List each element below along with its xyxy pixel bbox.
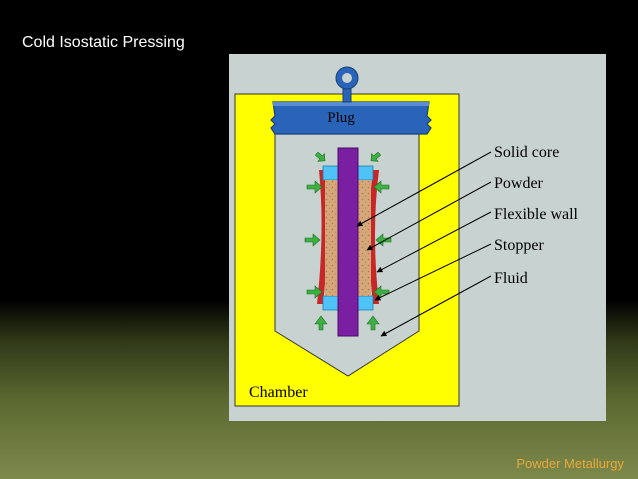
label-chamber: Chamber	[249, 384, 308, 401]
pressure-arrow-icon	[373, 180, 390, 194]
label-fluid: Fluid	[494, 270, 528, 287]
label-stopper: Stopper	[494, 237, 544, 254]
plug: Plug	[270, 101, 432, 135]
plug-label: Plug	[327, 110, 355, 126]
pressure-arrow-icon	[306, 285, 323, 299]
solid-core	[337, 147, 359, 337]
pressure-arrow-icon	[314, 151, 326, 162]
pressure-arrow-icon	[304, 233, 321, 247]
pressure-arrow-icon	[366, 315, 380, 331]
pressure-arrows	[304, 151, 392, 331]
slide-title: Cold Isostatic Pressing	[22, 34, 185, 51]
label-solid-core: Solid core	[494, 144, 559, 161]
label-flexible-wall: Flexible wall	[494, 206, 579, 223]
leader-lines	[356, 151, 492, 337]
pressure-arrow-icon	[370, 151, 382, 162]
footer-topic: Powder Metallurgy	[516, 456, 624, 471]
flexible-wall	[317, 170, 328, 304]
plug-ring-icon	[335, 66, 359, 103]
cold-isostatic-pressing-diagram: Plug Solid core Powder Flexib	[229, 54, 606, 421]
pressure-arrow-icon	[306, 180, 323, 194]
pressure-arrow-icon	[314, 315, 328, 331]
flexible-wall-right	[369, 170, 379, 304]
label-powder: Powder	[494, 175, 544, 192]
